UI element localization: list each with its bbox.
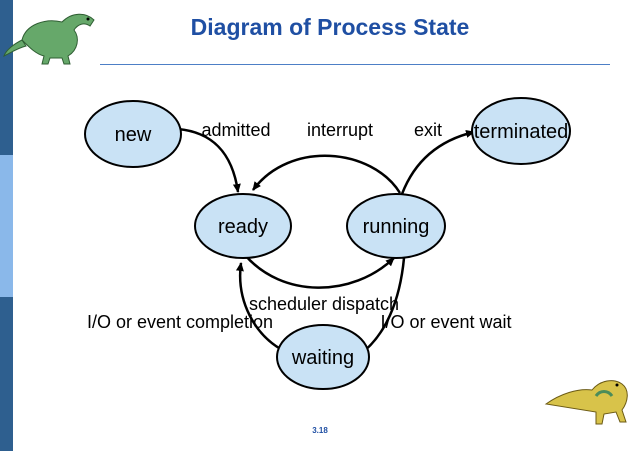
sidebar-middle-band — [0, 155, 13, 297]
arrow-io-completion — [235, 262, 287, 354]
node-waiting: waiting — [276, 324, 370, 390]
dinosaur-bottom-icon — [544, 380, 628, 425]
node-label-running: running — [363, 216, 430, 238]
sidebar-bottom-band — [0, 297, 13, 451]
edge-label-io-wait: I/O or event wait — [380, 312, 511, 332]
slide-sidebar — [0, 0, 13, 451]
title-divider — [100, 64, 610, 65]
edge-label-exit: exit — [414, 120, 442, 140]
edge-label-io-completion: I/O or event completion — [87, 312, 273, 332]
dinosaur-logo-icon — [3, 13, 95, 65]
node-new: new — [84, 100, 182, 168]
node-label-ready: ready — [218, 216, 268, 238]
arrow-interrupt — [251, 154, 402, 194]
arrow-exit — [400, 129, 475, 195]
node-label-waiting: waiting — [291, 347, 354, 369]
node-terminated: terminated — [471, 97, 571, 165]
node-ready: ready — [194, 193, 292, 259]
arrow-admitted — [177, 127, 241, 193]
node-running: running — [346, 193, 446, 259]
slide-title: Diagram of Process State — [190, 14, 470, 40]
sidebar-top-band — [0, 0, 13, 155]
node-label-new: new — [115, 124, 152, 146]
arrow-scheduler-dispatch — [244, 254, 395, 289]
page-number: 3.18 — [312, 426, 328, 435]
edge-label-admitted: admitted — [201, 120, 270, 140]
edge-label-interrupt: interrupt — [307, 120, 373, 140]
edge-label-scheduler-dispatch: scheduler dispatch — [249, 294, 399, 314]
node-label-terminated: terminated — [474, 121, 569, 143]
